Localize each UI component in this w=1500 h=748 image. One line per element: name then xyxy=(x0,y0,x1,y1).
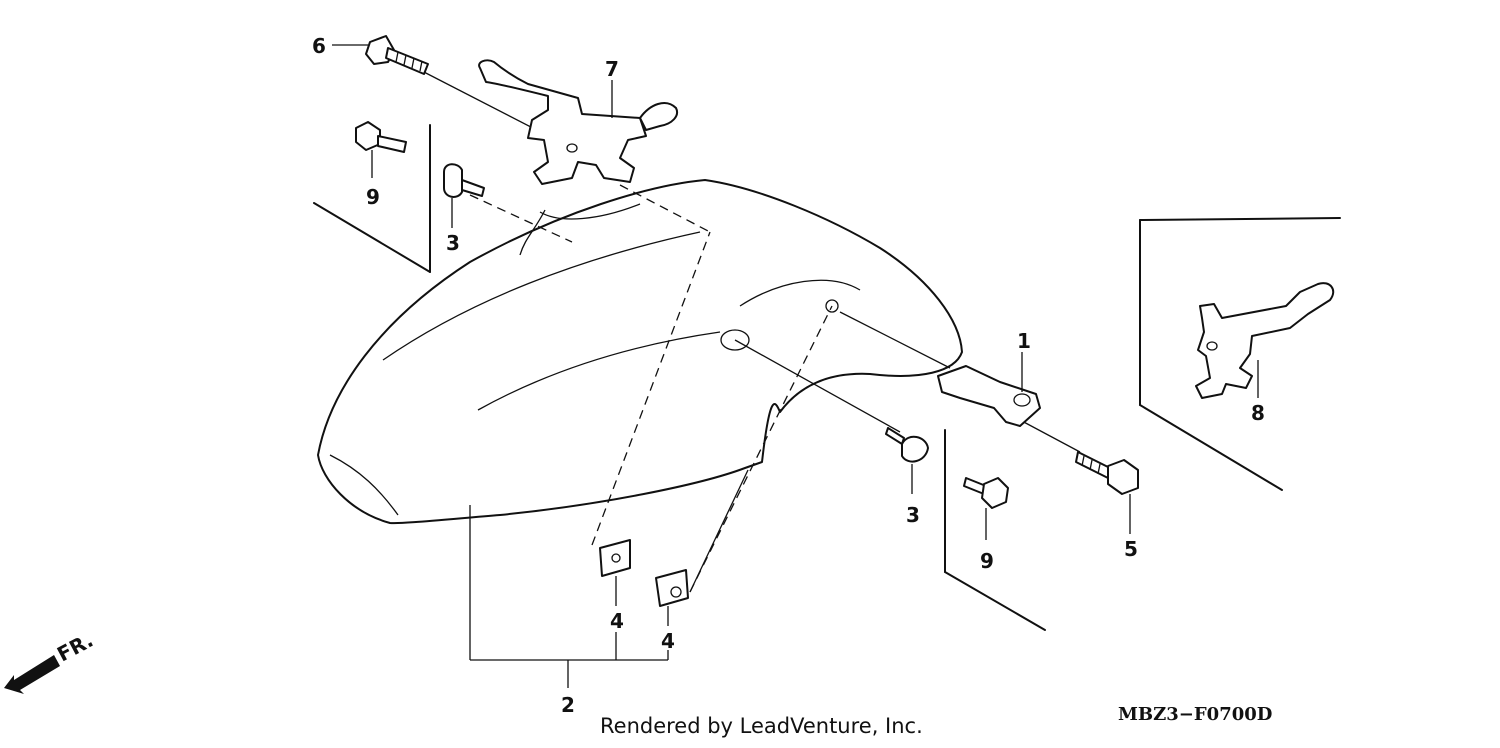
variant-frame-left xyxy=(313,124,431,273)
front-fender xyxy=(317,179,963,525)
callout-1: 1 xyxy=(1017,329,1031,353)
bolt-6 xyxy=(365,35,429,75)
clip-nut-4-left xyxy=(599,539,631,606)
bolt-9-upper xyxy=(355,121,407,178)
variant-frame-right xyxy=(1139,217,1341,491)
screw-3-upper xyxy=(443,163,485,228)
bracket-8 xyxy=(1195,282,1335,399)
front-direction-arrow xyxy=(4,655,60,694)
callout-2: 2 xyxy=(561,693,575,717)
callout-4-left: 4 xyxy=(610,609,624,633)
screw-3-lower xyxy=(885,427,929,494)
callout-3-upper: 3 xyxy=(446,231,460,255)
callout-5: 5 xyxy=(1124,537,1138,561)
direction-label: FR. xyxy=(53,628,97,667)
assembly-bracket-2 xyxy=(469,505,669,688)
callout-9-upper: 9 xyxy=(366,185,380,209)
diagram-code: MBZ3−F0700D xyxy=(1118,704,1273,725)
clip-nut-4-right xyxy=(655,569,689,626)
callout-6: 6 xyxy=(312,34,326,58)
bolt-9-lower xyxy=(963,477,1009,540)
callout-7: 7 xyxy=(605,57,619,81)
callout-4-right: 4 xyxy=(661,629,675,653)
callout-9-lower: 9 xyxy=(980,549,994,573)
bracket-7 xyxy=(478,59,678,185)
callout-3-lower: 3 xyxy=(906,503,920,527)
variant-frame-lower xyxy=(944,429,1046,631)
clamp-1 xyxy=(937,352,1041,427)
render-credit: Rendered by LeadVenture, Inc. xyxy=(600,714,923,738)
alignment-guides xyxy=(419,69,1081,593)
callout-8: 8 xyxy=(1251,401,1265,425)
bolt-5 xyxy=(1075,451,1139,534)
